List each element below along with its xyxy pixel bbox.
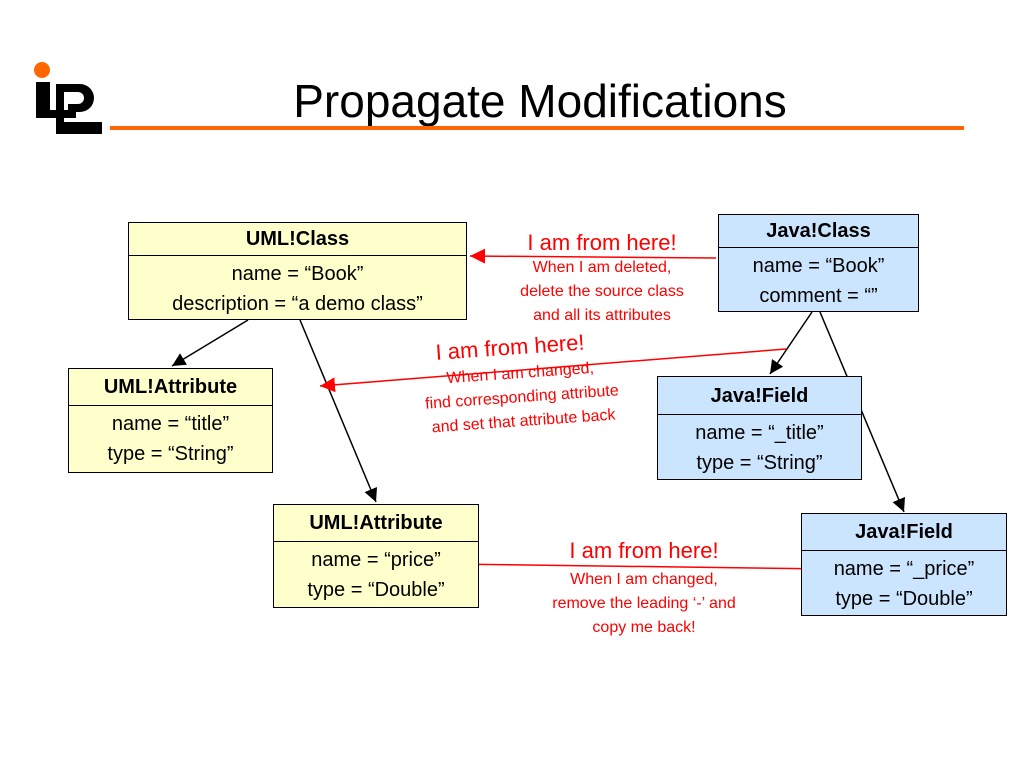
uml-attribute-price-header: UML!Attribute [274, 505, 478, 542]
trace-title-arrow [319, 348, 787, 393]
note-price: I am from here! When I am changed, remov… [524, 538, 764, 640]
note-price-line3: copy me back! [592, 619, 696, 636]
uml-class-to-price-attr-arrow [299, 319, 378, 503]
note-price-line2: remove the leading ‘-’ and [552, 595, 736, 612]
uml-class-name: name = “Book” [231, 263, 364, 285]
uml-attribute-price-body: name = “price” type = “Double” [274, 542, 478, 605]
note-class: I am from here! When I am deleted, delet… [490, 230, 714, 328]
java-field-title-type: type = “String” [696, 452, 823, 474]
uml-class-to-title-attr-arrow [171, 319, 249, 367]
java-class-comment: comment = “” [759, 285, 878, 307]
page-title: Propagate Modifications [293, 75, 787, 127]
trace-class-arrow [469, 248, 717, 264]
uml-attribute-price-name: name = “price” [311, 549, 441, 571]
note-class-line3: and all its attributes [533, 307, 671, 324]
uml-attribute-title-type: type = “String” [107, 443, 234, 465]
note-price-heading: I am from here! [569, 538, 719, 563]
java-field-title-header: Java!Field [658, 377, 861, 415]
uml-attribute-title-header: UML!Attribute [69, 369, 272, 406]
note-class-line1: When I am deleted, [532, 259, 672, 276]
java-class-header: Java!Class [719, 215, 918, 248]
java-field-price-box: Java!Field name = “_price” type = “Doubl… [801, 513, 1007, 616]
uml-attribute-title-body: name = “title” type = “String” [69, 406, 272, 469]
note-class-line2: delete the source class [520, 283, 684, 300]
java-field-title-body: name = “_title” type = “String” [658, 415, 861, 478]
java-field-price-body: name = “_price” type = “Double” [802, 551, 1006, 614]
java-field-price-header: Java!Field [802, 514, 1006, 551]
uml-class-body: name = “Book” description = “a demo clas… [129, 256, 466, 319]
uml-attribute-price-box: UML!Attribute name = “price” type = “Dou… [273, 504, 479, 608]
logo [30, 60, 106, 138]
java-field-title-name: name = “_title” [695, 422, 824, 444]
uml-attribute-title-name: name = “title” [111, 413, 230, 435]
title-underline [110, 126, 964, 130]
note-price-line1: When I am changed, [570, 571, 718, 588]
java-class-to-price-field-arrow [819, 311, 905, 513]
java-class-name: name = “Book” [752, 255, 885, 277]
note-class-heading: I am from here! [527, 230, 677, 255]
uml-class-header: UML!Class [129, 223, 466, 256]
java-class-box: Java!Class name = “Book” comment = “” [718, 214, 919, 312]
uml-class-box: UML!Class name = “Book” description = “a… [128, 222, 467, 320]
java-field-price-type: type = “Double” [835, 588, 973, 610]
java-class-to-title-field-arrow [769, 311, 813, 375]
uml-attribute-title-box: UML!Attribute name = “title” type = “Str… [68, 368, 273, 473]
java-field-title-box: Java!Field name = “_title” type = “Strin… [657, 376, 862, 480]
uml-class-description: description = “a demo class” [172, 293, 423, 315]
java-field-price-name: name = “_price” [833, 558, 975, 580]
java-class-body: name = “Book” comment = “” [719, 248, 918, 311]
note-title: I am from here! When I am changed, find … [383, 325, 659, 444]
uml-attribute-price-type: type = “Double” [307, 579, 445, 601]
